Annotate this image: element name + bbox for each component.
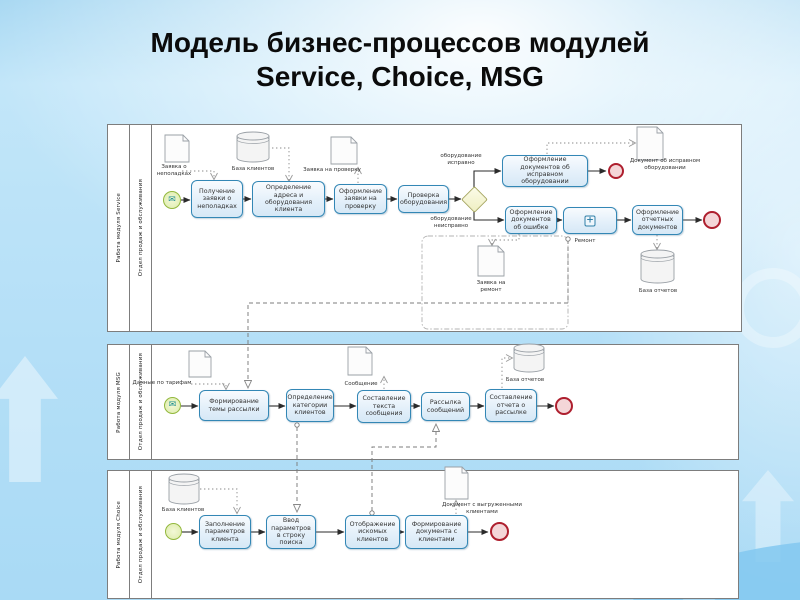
task-label: Оформление документов об ошибке xyxy=(509,208,553,231)
task-category: Определение категории клиентов xyxy=(286,389,334,422)
task-prepare-check-request: Оформление заявки на проверку xyxy=(334,184,387,214)
subprocess-repair-label: Ремонт xyxy=(574,238,596,244)
pool-service-name: Работа модуля Service xyxy=(115,193,122,263)
branch-fail-label: оборудование неисправно xyxy=(430,216,472,229)
task-display-clients: Отображение искомых клиентов xyxy=(345,515,400,549)
subprocess-repair: + xyxy=(563,207,617,234)
task-label: Определение категории клиентов xyxy=(287,394,333,417)
task-label: Составление текста сообщения xyxy=(362,395,406,418)
pool-msg-name: Работа модуля MSG xyxy=(115,371,122,433)
slide-title-line1: Модель бизнес-процессов модулей xyxy=(150,27,650,58)
task-label: Проверка оборудования xyxy=(399,191,448,206)
pool-choice-lane: Отдел продаж и обслуживания xyxy=(137,485,144,584)
db-reports-msg-label: База отчетов xyxy=(505,377,545,383)
task-label: Оформление заявки на проверку xyxy=(339,187,382,210)
branch-ok-label: оборудование исправно xyxy=(440,153,482,166)
task-report-docs: Оформление отчетных документов xyxy=(632,205,683,235)
task-check-equipment: Проверка оборудования xyxy=(398,185,449,213)
message-icon: ✉ xyxy=(168,194,176,205)
task-label: Заполнение параметров клиента xyxy=(205,520,245,543)
end-event-choice xyxy=(490,522,509,541)
task-label: Оформление отчетных документов xyxy=(636,208,679,231)
doc-message-label: Сообщение xyxy=(344,381,378,387)
task-label: Получение заявки о неполадках xyxy=(197,187,237,210)
db-clients-choice-label: База клиентов xyxy=(161,507,205,513)
slide-title-line2: Service, Choice, MSG xyxy=(256,61,544,93)
task-identify-address: Определение адреса и оборудования клиент… xyxy=(252,181,325,217)
task-report-msg: Составление отчета о рассылке xyxy=(485,389,537,422)
doc-tariff-data-label: Данные по тарифам xyxy=(132,380,192,386)
subprocess-plus-icon: + xyxy=(584,215,596,226)
task-label: Отображение искомых клиентов xyxy=(349,520,396,543)
task-label: Составление отчета о рассылке xyxy=(489,394,533,417)
task-fill-params: Заполнение параметров клиента xyxy=(199,515,251,549)
decor-ring xyxy=(733,268,800,348)
pool-choice-lane-band: Отдел продаж и обслуживания xyxy=(129,470,152,599)
doc-repair-request-label: Заявка на ремонт xyxy=(476,280,506,293)
start-event-choice xyxy=(165,523,182,540)
task-topic: Формирование темы рассылки xyxy=(199,390,269,421)
start-event-service: ✉ xyxy=(163,191,181,209)
task-label: Формирование темы рассылки xyxy=(208,398,260,413)
task-label: Рассылка сообщений xyxy=(426,399,465,414)
start-event-msg: ✉ xyxy=(164,397,181,414)
db-clients-service-label: База клиентов xyxy=(231,166,275,172)
pool-msg-name-band: Работа модуля MSG xyxy=(107,344,130,460)
slide-title: Модель бизнес-процессов модулей Service,… xyxy=(0,26,800,94)
task-enter-params: Ввод параметров в строку поиска xyxy=(266,515,316,549)
doc-check-request-label: Заявка на проверку xyxy=(303,167,361,173)
task-build-doc: Формирование документа с клиентами xyxy=(405,515,468,549)
end-event-reports xyxy=(703,211,721,229)
decor-up-arrow xyxy=(0,356,58,482)
db-reports-service-label: База отчетов xyxy=(638,288,678,294)
pool-msg-lane: Отдел продаж и обслуживания xyxy=(137,353,144,451)
task-label: Формирование документа с клиентами xyxy=(411,520,462,543)
task-label: Ввод параметров в строку поиска xyxy=(271,517,311,547)
message-icon: ✉ xyxy=(168,400,177,410)
end-event-ok xyxy=(608,163,624,179)
task-docs-error: Оформление документов об ошибке xyxy=(505,206,557,234)
pool-service-lane: Отдел продаж и обслуживания xyxy=(137,179,144,277)
end-event-msg xyxy=(555,397,573,415)
pool-choice-name: Работа модуля Choice xyxy=(115,500,122,569)
pool-choice-name-band: Работа модуля Choice xyxy=(107,470,130,599)
task-compose: Составление текста сообщения xyxy=(357,390,411,423)
task-label: Определение адреса и оборудования клиент… xyxy=(264,184,313,214)
pool-msg-lane-band: Отдел продаж и обслуживания xyxy=(129,344,152,460)
task-label: Оформление документов об исправном обору… xyxy=(520,156,570,186)
task-docs-ok: Оформление документов об исправном обору… xyxy=(502,155,588,187)
pool-service-name-band: Работа модуля Service xyxy=(107,124,130,332)
doc-ok-equipment-label: Документ об исправном оборудовании xyxy=(629,158,701,171)
pool-service-lane-band: Отдел продаж и обслуживания xyxy=(129,124,152,332)
task-receive-request: Получение заявки о неполадках xyxy=(191,180,243,218)
doc-exported-clients-label: Документ с выгруженными клиентами xyxy=(442,502,522,515)
task-send: Рассылка сообщений xyxy=(421,392,470,421)
doc-fault-request-label: Заявка о неполадках xyxy=(156,164,192,177)
